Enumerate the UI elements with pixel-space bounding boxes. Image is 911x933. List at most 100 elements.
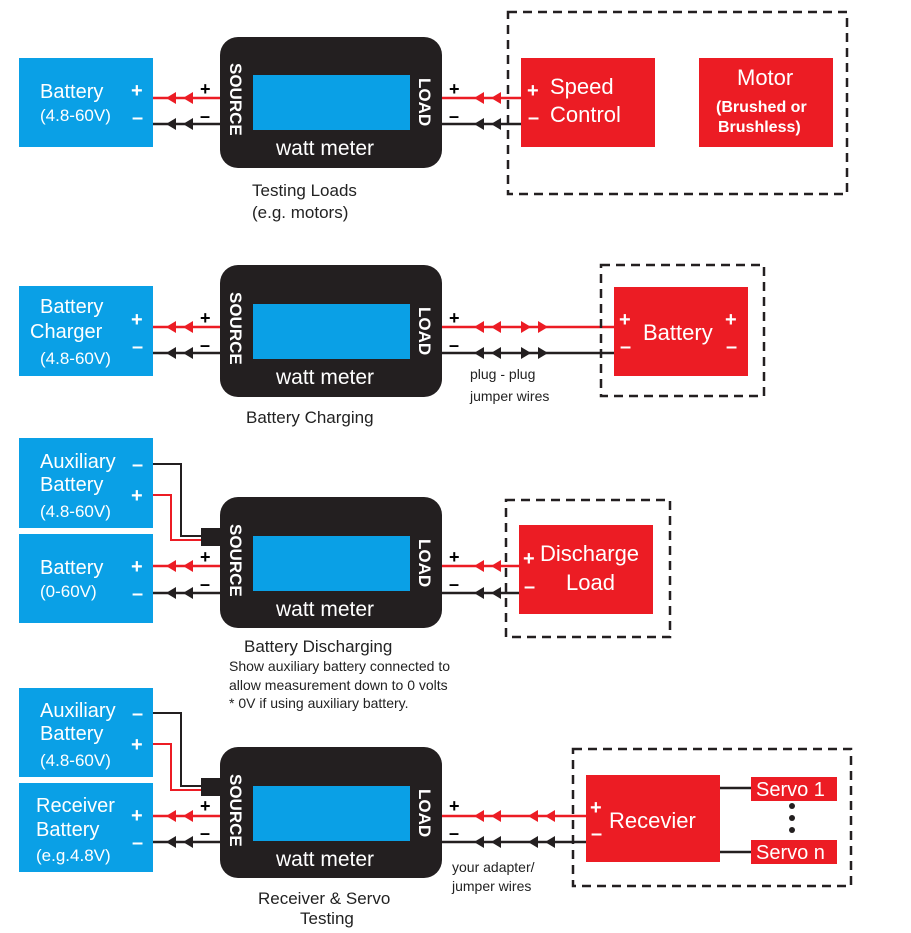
meter-name: watt meter xyxy=(275,137,374,160)
meter-in-plus: + xyxy=(200,308,211,328)
arrow-negative xyxy=(166,587,176,599)
aux-battery-label: Battery xyxy=(40,474,103,496)
source-plus: + xyxy=(131,556,143,578)
arrow-positive xyxy=(166,560,176,572)
arrow-negative xyxy=(183,118,193,130)
arrow-negative xyxy=(474,118,484,130)
ellipsis-dot xyxy=(789,815,795,821)
meter-in-minus: – xyxy=(200,106,210,126)
caption: Testing Loads xyxy=(252,181,357,200)
aux-battery-range: (4.8-60V) xyxy=(40,502,111,521)
discharge-note: * 0V if using auxiliary battery. xyxy=(229,695,409,711)
wire-note: your adapter/ xyxy=(452,859,535,875)
servo-1-label: Servo 1 xyxy=(756,779,825,801)
speed-control-label: Speed xyxy=(550,74,614,99)
discharge-note: Show auxiliary battery connected to xyxy=(229,658,450,674)
source-battery-label: Battery xyxy=(40,81,103,103)
source-battery-range: (4.8-60V) xyxy=(40,106,111,125)
aux-minus: – xyxy=(132,454,143,476)
arrow-negative xyxy=(545,836,555,848)
meter-load-label: LOAD xyxy=(415,78,434,126)
arrow-negative xyxy=(538,347,548,359)
meter-out-plus: + xyxy=(449,79,460,99)
arrow-positive xyxy=(474,92,484,104)
meter-load-label: LOAD xyxy=(415,307,434,355)
arrow-negative xyxy=(474,347,484,359)
aux-connector xyxy=(201,778,223,796)
meter-in-minus: – xyxy=(200,335,210,355)
aux-wire-negative xyxy=(153,463,202,537)
arrow-positive xyxy=(166,321,176,333)
source-minus: – xyxy=(132,107,143,129)
receiver-battery-range: (e.g.4.8V) xyxy=(36,846,111,865)
meter-out-minus: – xyxy=(449,106,459,126)
watt-meter-screen xyxy=(253,786,410,841)
meter-out-plus: + xyxy=(449,796,460,816)
aux-plus: + xyxy=(131,734,143,756)
load-minus: – xyxy=(524,576,535,598)
load-plus: + xyxy=(527,80,539,102)
arrow-positive xyxy=(491,810,501,822)
source-plus: + xyxy=(131,309,143,331)
arrow-positive xyxy=(491,321,501,333)
meter-load-label: LOAD xyxy=(415,539,434,587)
meter-name: watt meter xyxy=(275,598,374,621)
load-minus: – xyxy=(528,107,539,129)
arrow-positive xyxy=(166,810,176,822)
charged-battery-label: Battery xyxy=(643,320,713,345)
load-dashed-boundary xyxy=(504,498,672,639)
aux-battery-box xyxy=(19,688,153,777)
receiver-battery-box xyxy=(19,783,153,872)
aux-battery-label: Battery xyxy=(40,723,103,745)
source-plus: + xyxy=(131,805,143,827)
arrow-negative xyxy=(491,118,501,130)
meter-source-label: SOURCE xyxy=(226,524,245,597)
aux-battery-box xyxy=(19,438,153,528)
arrow-negative xyxy=(474,587,484,599)
watt-meter-screen xyxy=(253,75,410,130)
meter-name: watt meter xyxy=(275,848,374,871)
arrow-negative xyxy=(183,587,193,599)
arrow-negative xyxy=(166,118,176,130)
source-minus: – xyxy=(132,583,143,605)
receiver-box xyxy=(586,775,720,862)
receiver-battery-label: Receiver xyxy=(36,795,115,817)
caption: (e.g. motors) xyxy=(252,203,348,222)
discharge-load-box xyxy=(519,525,653,614)
arrow-positive xyxy=(521,321,531,333)
meter-out-minus: – xyxy=(449,574,459,594)
charger-label: Charger xyxy=(30,321,103,343)
load-plus: + xyxy=(619,309,631,331)
aux-battery-label: Auxiliary xyxy=(40,700,116,722)
servo-1-box xyxy=(751,777,837,801)
load-minus: – xyxy=(726,336,737,358)
aux-wire-negative xyxy=(153,712,202,787)
motor-sub: (Brushed or xyxy=(716,99,807,116)
arrow-negative xyxy=(166,347,176,359)
meter-in-plus: + xyxy=(200,796,211,816)
arrow-positive xyxy=(474,321,484,333)
arrow-negative xyxy=(474,836,484,848)
meter-out-plus: + xyxy=(449,308,460,328)
arrow-positive xyxy=(183,92,193,104)
arrow-positive xyxy=(474,810,484,822)
section-receiver-servo-testing: Auxiliary Battery (4.8-60V) – + Receiver… xyxy=(19,688,853,928)
meter-in-minus: – xyxy=(200,574,210,594)
aux-wire-positive xyxy=(153,743,202,791)
load-plus: + xyxy=(523,548,535,570)
arrow-positive xyxy=(166,92,176,104)
arrow-negative xyxy=(521,347,531,359)
aux-battery-label: Auxiliary xyxy=(40,451,116,473)
charged-battery-box xyxy=(614,287,748,376)
wire-note: jumper wires xyxy=(451,878,531,894)
load-plus: + xyxy=(725,309,737,331)
source-battery-box xyxy=(19,58,153,147)
meter-in-plus: + xyxy=(200,79,211,99)
source-battery-range: (0-60V) xyxy=(40,582,97,601)
charger-label: Battery xyxy=(40,296,103,318)
arrow-positive xyxy=(538,321,548,333)
meter-source-label: SOURCE xyxy=(226,292,245,365)
aux-battery-range: (4.8-60V) xyxy=(40,751,111,770)
section-battery-charging: Battery Charger (4.8-60V) + – + – SOURCE… xyxy=(19,263,766,427)
ellipsis-dot xyxy=(789,803,795,809)
